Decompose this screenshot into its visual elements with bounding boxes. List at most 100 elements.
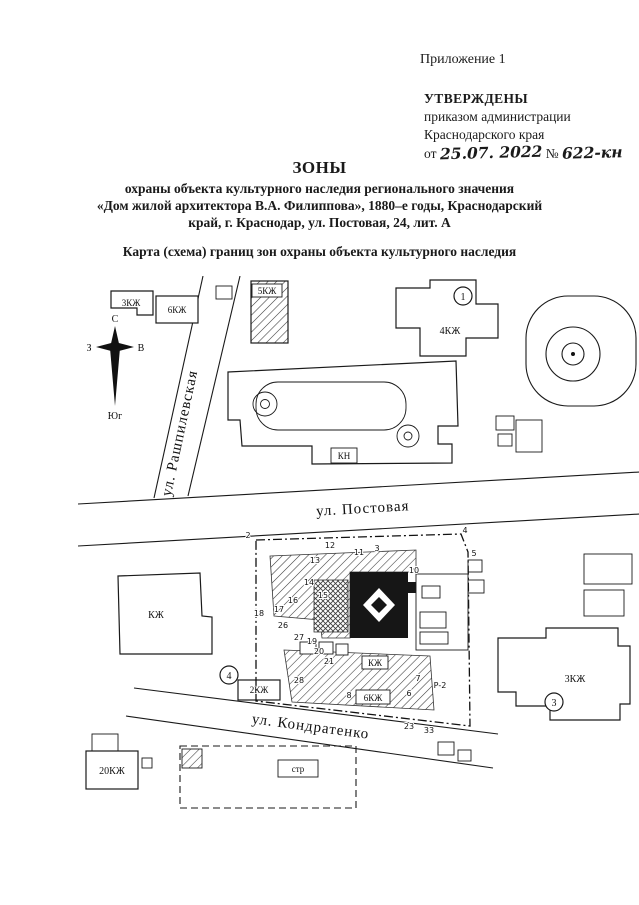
small-structure <box>495 415 515 431</box>
building-3kzh-topleft: 3КЖ <box>110 290 154 316</box>
compass-east-label: В <box>138 343 145 354</box>
order-number-sign: № <box>545 146 559 161</box>
street-edge <box>78 513 639 547</box>
small-structure <box>335 643 349 656</box>
fountain-circle <box>403 431 413 441</box>
small-structure <box>497 433 513 447</box>
document-subtitle: охраны объекта культурного наследия реги… <box>0 180 639 231</box>
building-5kzh: 5КЖ <box>250 280 289 344</box>
boundary-point: 6 <box>406 689 411 698</box>
building-label: 4КЖ <box>440 326 461 337</box>
construction-area: стр <box>179 745 357 809</box>
small-structure <box>467 559 483 573</box>
zone-badge-4 <box>219 665 239 685</box>
building-outline <box>227 360 459 465</box>
building-4kzh: 4КЖ 1 <box>395 279 499 357</box>
small-structure <box>419 631 449 645</box>
fountain-circle <box>252 391 278 417</box>
small-structure <box>515 419 543 453</box>
round-plaza <box>525 295 637 407</box>
boundary-point: 21 <box>324 657 334 666</box>
small-structure <box>421 585 441 599</box>
zone-badge-1 <box>453 286 473 306</box>
hatched-piece <box>181 748 203 769</box>
approval-block: УТВЕРЖДЕНЫ приказом администрации Красно… <box>424 90 623 163</box>
boundary-point: 4 <box>462 526 467 535</box>
street-edge <box>125 715 494 769</box>
small-structure <box>437 741 455 756</box>
document-title: ЗОНЫ <box>292 158 347 177</box>
street-label-rashpilevskaya: ул. Рашпилевская <box>159 368 201 497</box>
subtitle-line1: охраны объекта культурного наследия реги… <box>124 181 515 196</box>
approval-by-line1: приказом администрации <box>424 109 571 124</box>
boundary-point: 28 <box>294 676 304 685</box>
boundary-point: 18 <box>254 609 264 618</box>
zone-badge-4-label: 4 <box>227 671 232 682</box>
building-label: 6КЖ <box>168 305 188 315</box>
building-label: КЖ <box>148 610 164 621</box>
building-20kzh: 20КЖ <box>85 733 153 790</box>
boundary-point: 33 <box>424 726 434 735</box>
boundary-point: 3 <box>374 544 379 553</box>
building-6kzh-topleft: 6КЖ <box>155 295 199 324</box>
label-box <box>355 689 391 705</box>
heritage-object-annex <box>408 582 418 593</box>
label-box <box>361 655 389 670</box>
approval-approved: УТВЕРЖДЕНЫ <box>424 91 529 106</box>
building-label: 20КЖ <box>99 766 125 777</box>
boundary-point: 20 <box>314 647 324 656</box>
boundary-point: 26 <box>278 621 288 630</box>
zone-kzh-box-label: КЖ <box>368 658 383 668</box>
small-structure <box>318 641 334 655</box>
zone-6kzh-label: 6КЖ <box>364 693 384 703</box>
inner-court <box>255 381 407 431</box>
building-label: 5КЖ <box>258 286 278 296</box>
small-structure <box>419 611 447 629</box>
building-outline <box>155 295 199 324</box>
boundary-point: 23 <box>404 722 414 731</box>
boundary-point: 14 <box>304 578 314 587</box>
label-box <box>277 759 319 778</box>
building-outline <box>497 627 631 721</box>
boundary-point: 7 <box>415 674 420 683</box>
building-kn-complex: КН <box>227 360 459 465</box>
boundary-point: 11 <box>354 548 364 557</box>
boundary-point: 10 <box>409 566 419 575</box>
small-structure <box>583 589 625 617</box>
plaza-circle <box>561 342 585 366</box>
plaza-circle <box>545 326 601 382</box>
fountain-circle <box>396 424 420 448</box>
boundary-point: 17 <box>274 605 284 614</box>
building-label: 3КЖ <box>122 298 142 308</box>
protection-zone: КЖ 6КЖ Р-2 2 12 13 11 3 10 4 5 14 15 16 … <box>244 525 477 736</box>
compass-needle-vertical <box>110 326 120 406</box>
label-box <box>330 447 358 464</box>
subtitle-line2: «Дом жилой архитектора В.А. Филиппова», … <box>96 198 543 213</box>
boundary-point: 8 <box>346 691 351 700</box>
boundary-point: 27 <box>294 633 304 642</box>
fountain-circle <box>260 399 270 409</box>
small-structure <box>457 749 472 762</box>
building-outline <box>237 679 281 701</box>
building-kzh-left: КЖ <box>117 572 213 655</box>
appendix-label: Приложение 1 <box>420 52 506 67</box>
compass-rose: С З В Юг <box>86 314 144 422</box>
boundary-point: 12 <box>325 541 335 550</box>
building-outline <box>117 572 213 655</box>
approval-order-line: от 25.07. 2022 № 622-кн <box>424 142 623 164</box>
zone-outer-boundary <box>255 533 471 727</box>
small-structure <box>467 579 485 594</box>
area-outline-dashed <box>179 745 357 809</box>
map-caption: Карта (схема) границ зон охраны объекта … <box>122 244 517 259</box>
building-label: 2КЖ <box>250 685 270 695</box>
boundary-point: 15 <box>318 591 328 600</box>
street-postovaya: ул. Постовая <box>78 471 639 547</box>
compass-north-label: С <box>112 314 119 325</box>
compass-needle-horizontal <box>96 342 134 352</box>
heritage-object-diamond-inner <box>371 597 387 613</box>
compass-west-label: З <box>86 343 91 354</box>
map-schema: ул. Рашпилевская ул. Постовая ул. Кондра… <box>78 276 639 809</box>
label-box <box>251 283 283 298</box>
subtitle-line3: край, г. Краснодар, ул. Постовая, 24, ли… <box>188 215 451 230</box>
